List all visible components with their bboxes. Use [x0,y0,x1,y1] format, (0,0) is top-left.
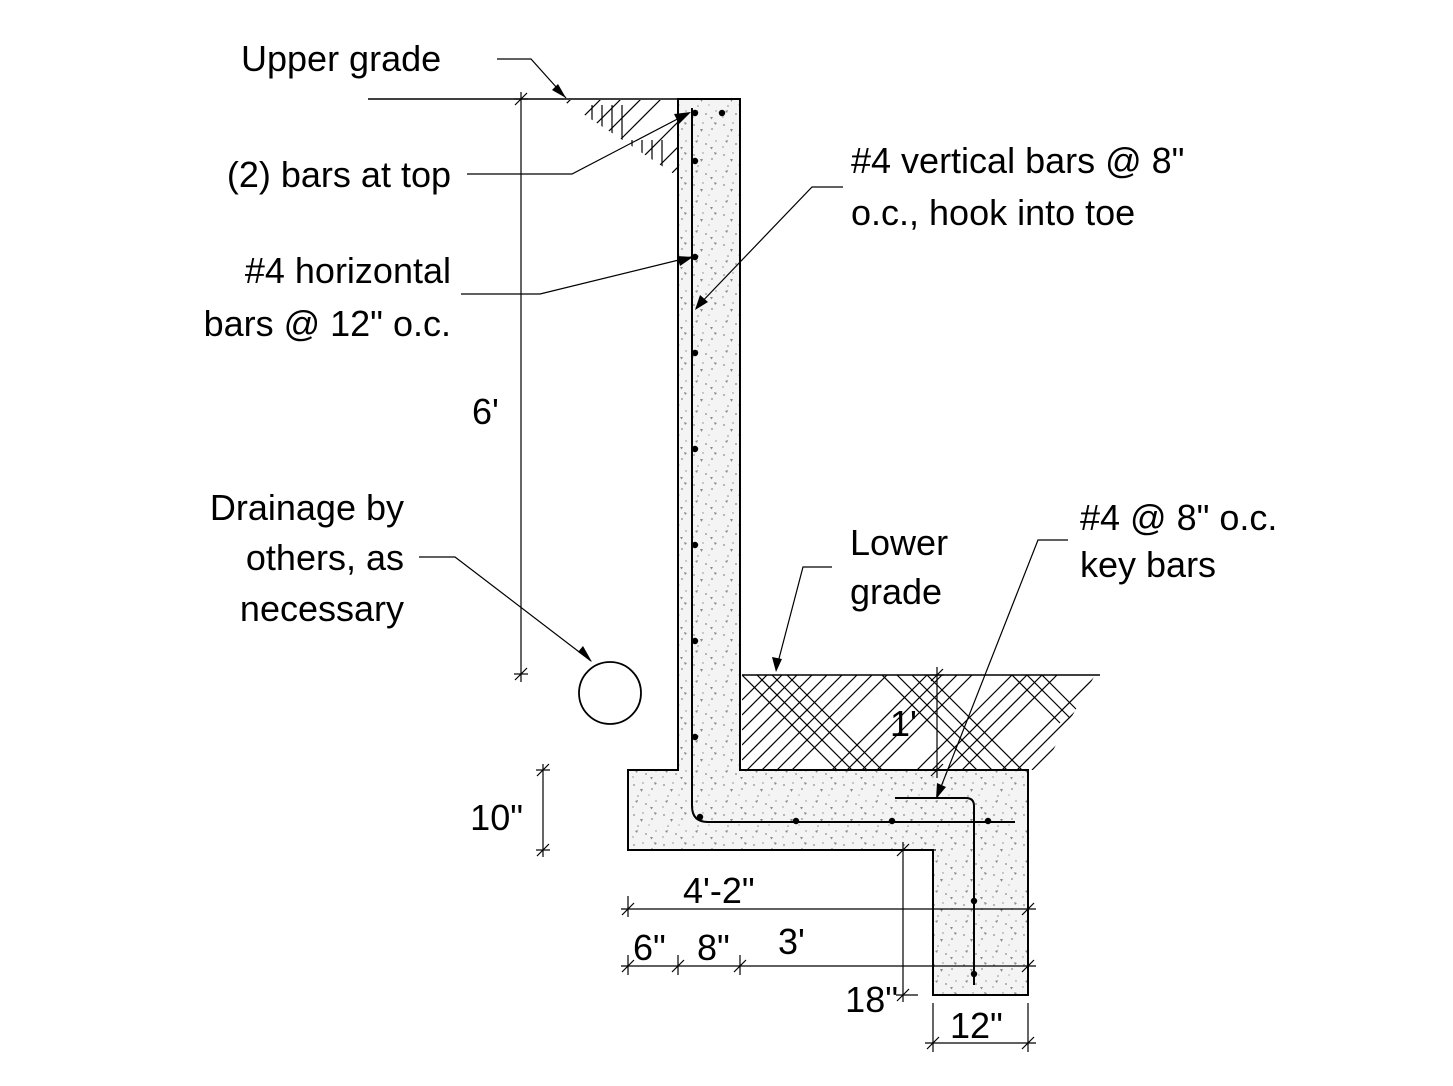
label-key-bars-line2: key bars [1080,544,1216,585]
dim-stem: 8" [697,927,730,968]
label-horizontal-bars-line1: #4 horizontal [245,250,451,291]
leader-lines [419,58,1068,799]
label-bars-at-top: (2) bars at top [227,154,451,195]
vertical-bar [691,108,1015,823]
label-lower-grade-line2: grade [850,571,942,612]
label-lower-grade-line1: Lower [850,522,948,563]
label-horizontal-bars-line2: bars @ 12" o.c. [204,303,451,344]
concrete-wall-footing [627,98,1029,996]
label-key-bars-line1: #4 @ 8" o.c. [1080,497,1277,538]
label-upper-grade: Upper grade [241,38,441,79]
key-bar [895,797,975,985]
dim-footing-thickness: 10" [470,797,523,838]
label-drainage-line2: others, as [246,537,404,578]
label-vertical-bars-line1: #4 vertical bars @ 8" [851,140,1184,181]
dim-footing-width: 4'-2" [683,870,755,911]
label-drainage-line1: Drainage by [210,487,404,528]
dimension-lines [514,92,1036,1052]
label-vertical-bars-line2: o.c., hook into toe [851,192,1135,233]
dim-heel: 6" [633,927,666,968]
rebar-dots [691,109,992,978]
dim-lower-cover: 1' [890,703,917,744]
drain-pipe [578,661,642,725]
dim-wall-height: 6' [472,391,499,432]
dim-key-width: 12" [950,1005,1003,1046]
label-drainage-line3: necessary [240,588,404,629]
dim-toe: 3' [778,921,805,962]
lower-soil-hatch [742,675,1095,770]
dim-key-depth: 18" [845,979,898,1020]
